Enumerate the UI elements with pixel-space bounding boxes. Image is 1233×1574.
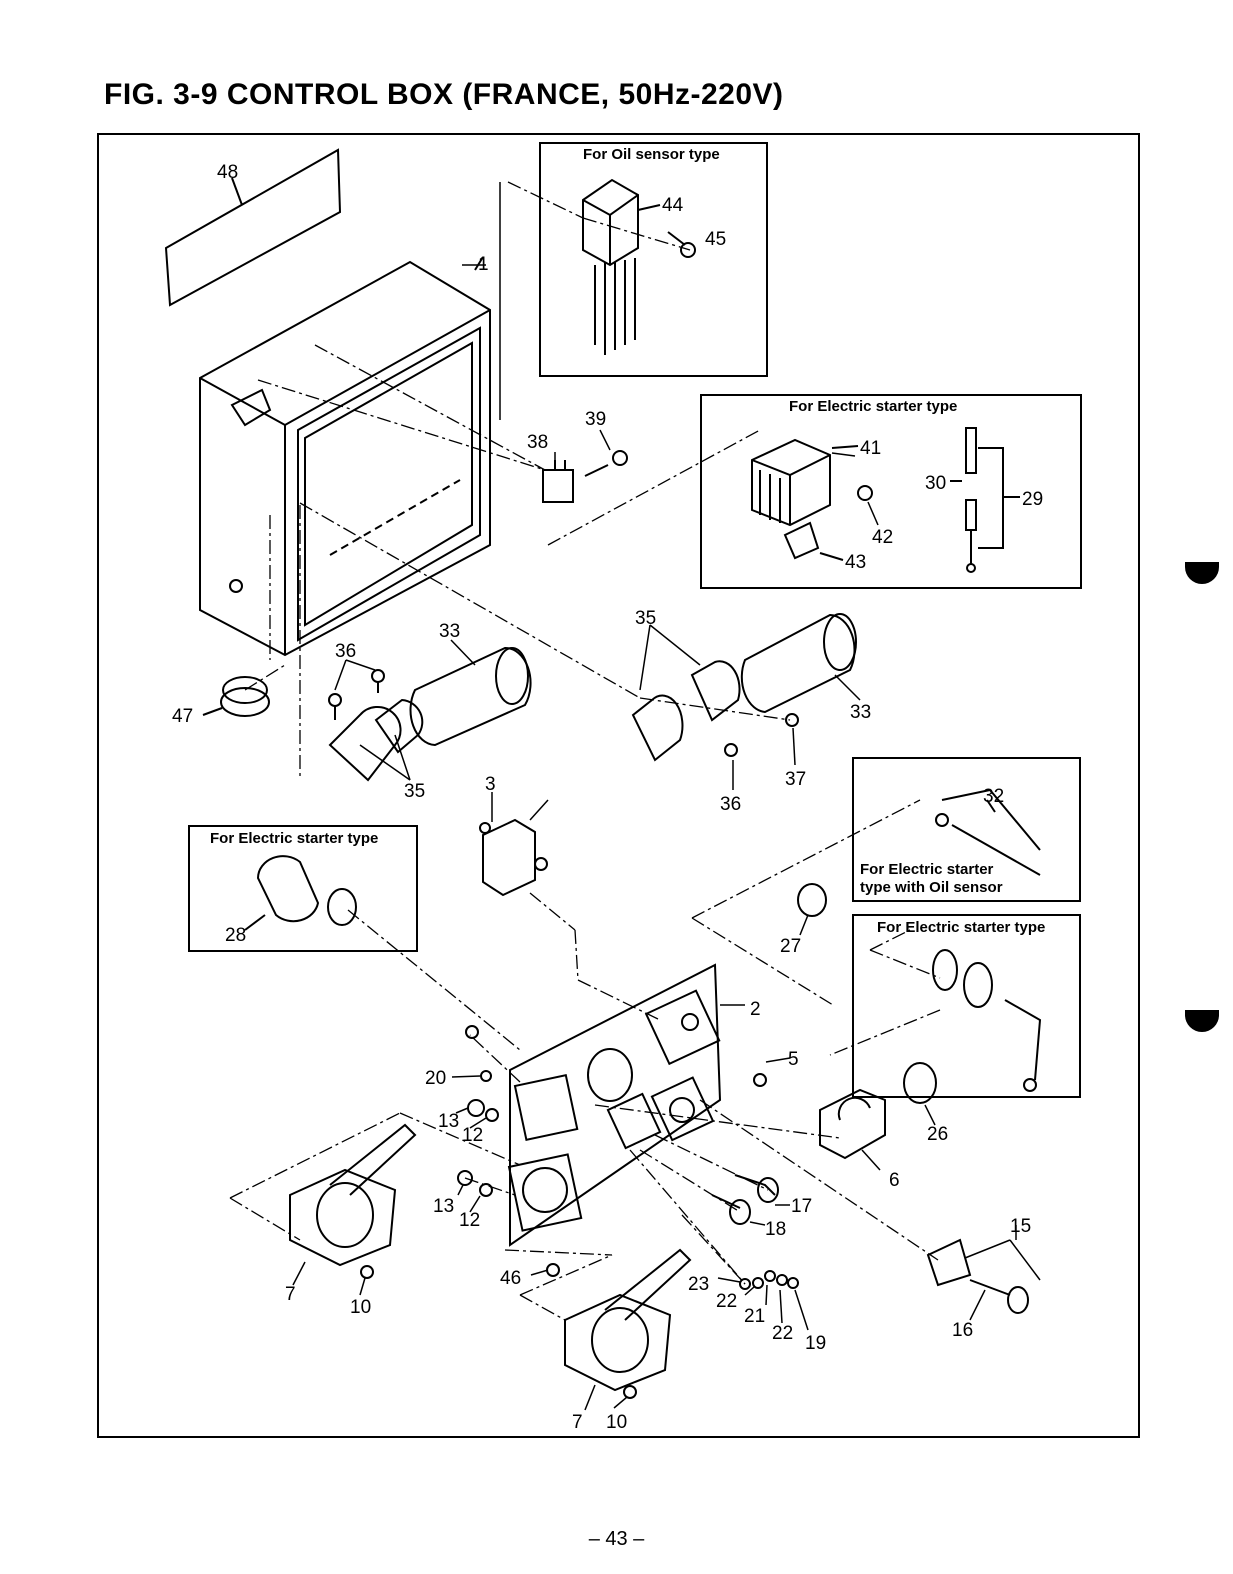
electric-starter-box-left: [188, 825, 418, 952]
part-number: 7: [572, 1412, 583, 1433]
part-number: 35: [635, 608, 656, 629]
box-label-oil-sensor: For Oil sensor type: [583, 146, 720, 163]
part-number: 18: [765, 1219, 786, 1240]
part-number: 16: [952, 1320, 973, 1341]
part-number: 13: [438, 1111, 459, 1132]
electric-starter-box-top: [700, 394, 1082, 589]
part-number: 7: [285, 1284, 296, 1305]
part-number: 41: [860, 438, 881, 459]
part-number: 5: [788, 1049, 799, 1070]
box-label-electric-starter-top: For Electric starter type: [789, 398, 957, 415]
part-number: 26: [927, 1124, 948, 1145]
part-number: 38: [527, 432, 548, 453]
part-number: 44: [662, 195, 684, 216]
box-label-electric-starter-left: For Electric starter type: [210, 830, 378, 847]
part-number: 37: [785, 769, 806, 790]
knob-parts: [797, 883, 937, 1104]
part-number: 29: [1022, 489, 1043, 510]
oil-sensor-starter-box: [852, 757, 1081, 902]
part-number: 13: [433, 1196, 454, 1217]
part-number: 39: [585, 409, 606, 430]
control-box-housing-part: [199, 256, 491, 657]
front-panel-part: [507, 963, 722, 1247]
box-label-oil-sensor-starter-1: For Electric starter: [860, 861, 994, 878]
part-number: 19: [805, 1333, 826, 1354]
part-number: 48: [217, 162, 238, 183]
assembly-lines: [229, 181, 941, 1321]
scan-mark: [1185, 562, 1219, 584]
part-number: 22: [716, 1291, 737, 1312]
part-number: 10: [606, 1412, 627, 1433]
part-number: 27: [780, 936, 801, 957]
part-number: 28: [225, 925, 246, 946]
part-number: 36: [335, 641, 356, 662]
part-number: 46: [500, 1268, 521, 1289]
part-number: 47: [172, 706, 193, 727]
part-number: 21: [744, 1306, 765, 1327]
part-number: 10: [350, 1297, 371, 1318]
part-number: 17: [791, 1196, 812, 1217]
leader-lines: [292, 182, 1041, 1411]
part-number: 2: [750, 999, 761, 1020]
electric-starter-box-right: [852, 914, 1081, 1098]
box-label-electric-starter-right: For Electric starter type: [877, 919, 1045, 936]
part-number: 30: [925, 473, 946, 494]
small-hardware: [457, 1025, 1029, 1314]
part-number: 6: [889, 1170, 900, 1191]
part-number: 35: [404, 781, 425, 802]
part-number: 36: [720, 794, 741, 815]
part-number: 12: [462, 1125, 483, 1146]
part-number: 15: [1010, 1216, 1031, 1237]
part-number: 3: [485, 774, 496, 795]
box-label-oil-sensor-starter-2: type with Oil sensor: [860, 879, 1003, 896]
part-number: 20: [425, 1068, 446, 1089]
part-number: 45: [705, 229, 726, 250]
part-number: 33: [850, 702, 871, 723]
scan-mark: [1185, 1010, 1219, 1032]
capacitor-clamps: [328, 660, 799, 782]
outlet-left-part: [289, 1123, 417, 1279]
meter-part: [819, 1088, 886, 1160]
outlet-right-part: [564, 1248, 692, 1399]
part-number: 42: [872, 527, 893, 548]
capacitor-left-part: [409, 646, 532, 747]
part-number: 32: [983, 786, 1004, 807]
figure-title: FIG. 3-9 CONTROL BOX (FRANCE, 50Hz-220V): [104, 78, 784, 111]
oil-sensor-box: [539, 142, 768, 377]
part-number: 23: [688, 1274, 709, 1295]
part-number: 1: [478, 254, 489, 275]
grommet-part: [202, 676, 270, 717]
part-number: 33: [439, 621, 460, 642]
label-plate-part: [164, 148, 342, 307]
part-number: 22: [772, 1323, 793, 1344]
capacitor-right-part: [740, 613, 857, 714]
diagram-frame: [97, 133, 1140, 1438]
circuit-breaker-part: [479, 818, 548, 897]
part-number: 43: [845, 552, 866, 573]
page-number: – 43 –: [588, 1528, 645, 1550]
part-number: 12: [459, 1210, 480, 1231]
